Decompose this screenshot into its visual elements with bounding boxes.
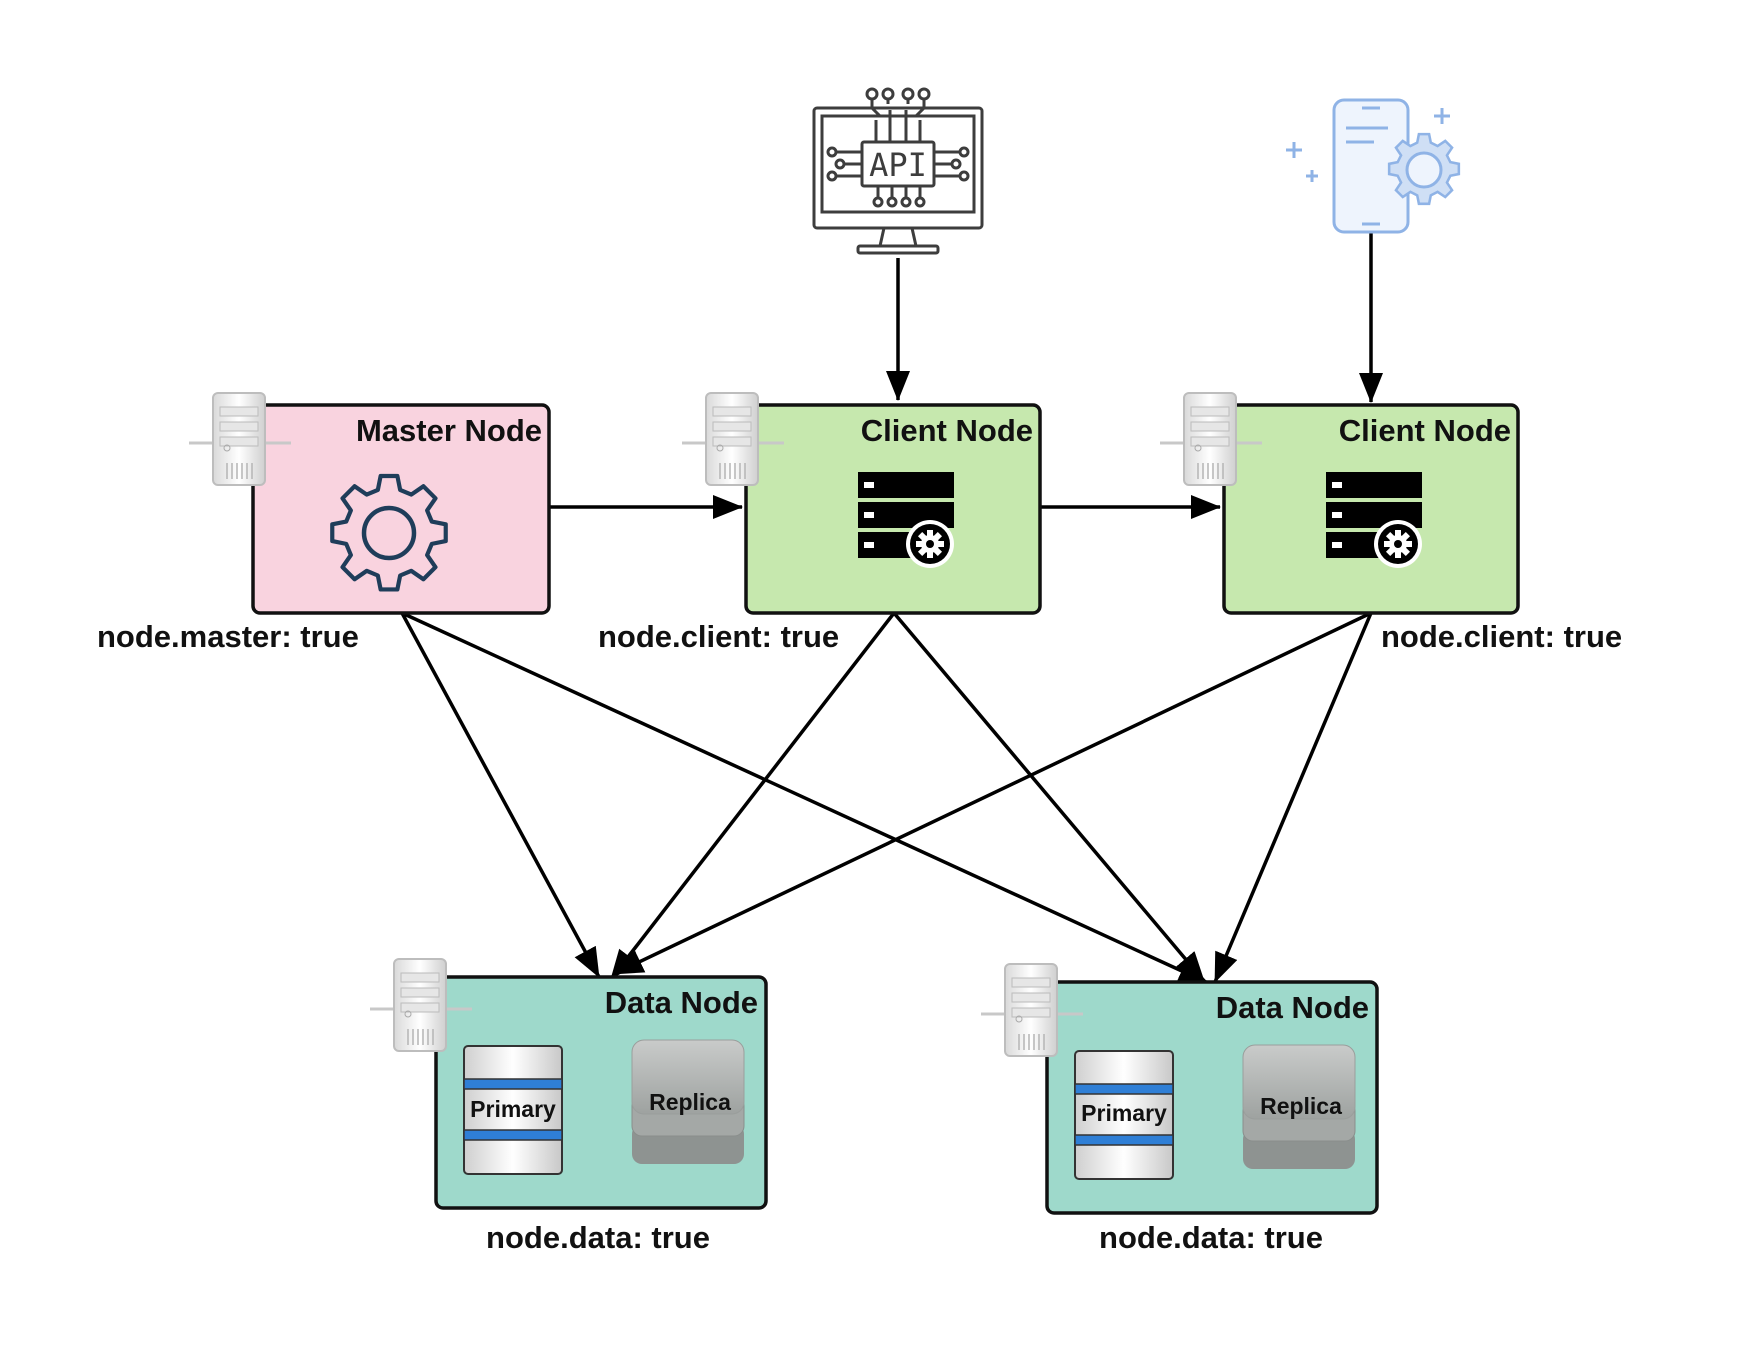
- server-settings-icon: [1326, 472, 1422, 568]
- data-node-2-replica-label: Replica: [1260, 1093, 1342, 1119]
- api-label: API: [869, 146, 927, 184]
- connections: [400, 232, 1383, 985]
- data-node-1-replica-label: Replica: [649, 1089, 731, 1115]
- client-node-1-title: Client Node: [861, 413, 1033, 448]
- gear-icon: [330, 473, 448, 592]
- connection-client-2-to-data-1: [613, 611, 1372, 976]
- connection-master-to-data-1: [400, 612, 601, 978]
- connection-client-1-to-data-1: [609, 611, 896, 981]
- client-node-2: Client Node node.client: true: [1158, 391, 1622, 654]
- client-node-1: Client Node node.client: true: [598, 391, 1042, 654]
- data-node-1-primary-label: Primary: [470, 1096, 556, 1122]
- api-monitor-icon: API: [812, 87, 984, 255]
- data-node-1: Data Node Primary Replica node.data: tru…: [368, 957, 768, 1255]
- data-node-2: Data Node Primary Replica node.data: tru…: [979, 962, 1379, 1255]
- data-node-1-title: Data Node: [605, 985, 758, 1020]
- connection-master-to-data-2: [401, 611, 1209, 985]
- data-node-2-title: Data Node: [1216, 990, 1369, 1025]
- server-settings-icon: [858, 472, 954, 568]
- client-node-1-label: node.client: true: [598, 619, 839, 654]
- client-node-2-label: node.client: true: [1381, 619, 1622, 654]
- connection-client-1-to-data-2: [892, 611, 1206, 983]
- master-node-title: Master Node: [356, 413, 542, 448]
- data-node-2-primary-label: Primary: [1081, 1100, 1167, 1126]
- mobile-settings-icon: [1286, 98, 1461, 234]
- client-node-2-title: Client Node: [1339, 413, 1511, 448]
- connection-client-2-to-data-2: [1213, 612, 1373, 983]
- data-node-2-label: node.data: true: [1099, 1220, 1323, 1255]
- master-node: Master Node node.master: true: [97, 391, 551, 654]
- master-node-label: node.master: true: [97, 619, 359, 654]
- data-node-1-label: node.data: true: [486, 1220, 710, 1255]
